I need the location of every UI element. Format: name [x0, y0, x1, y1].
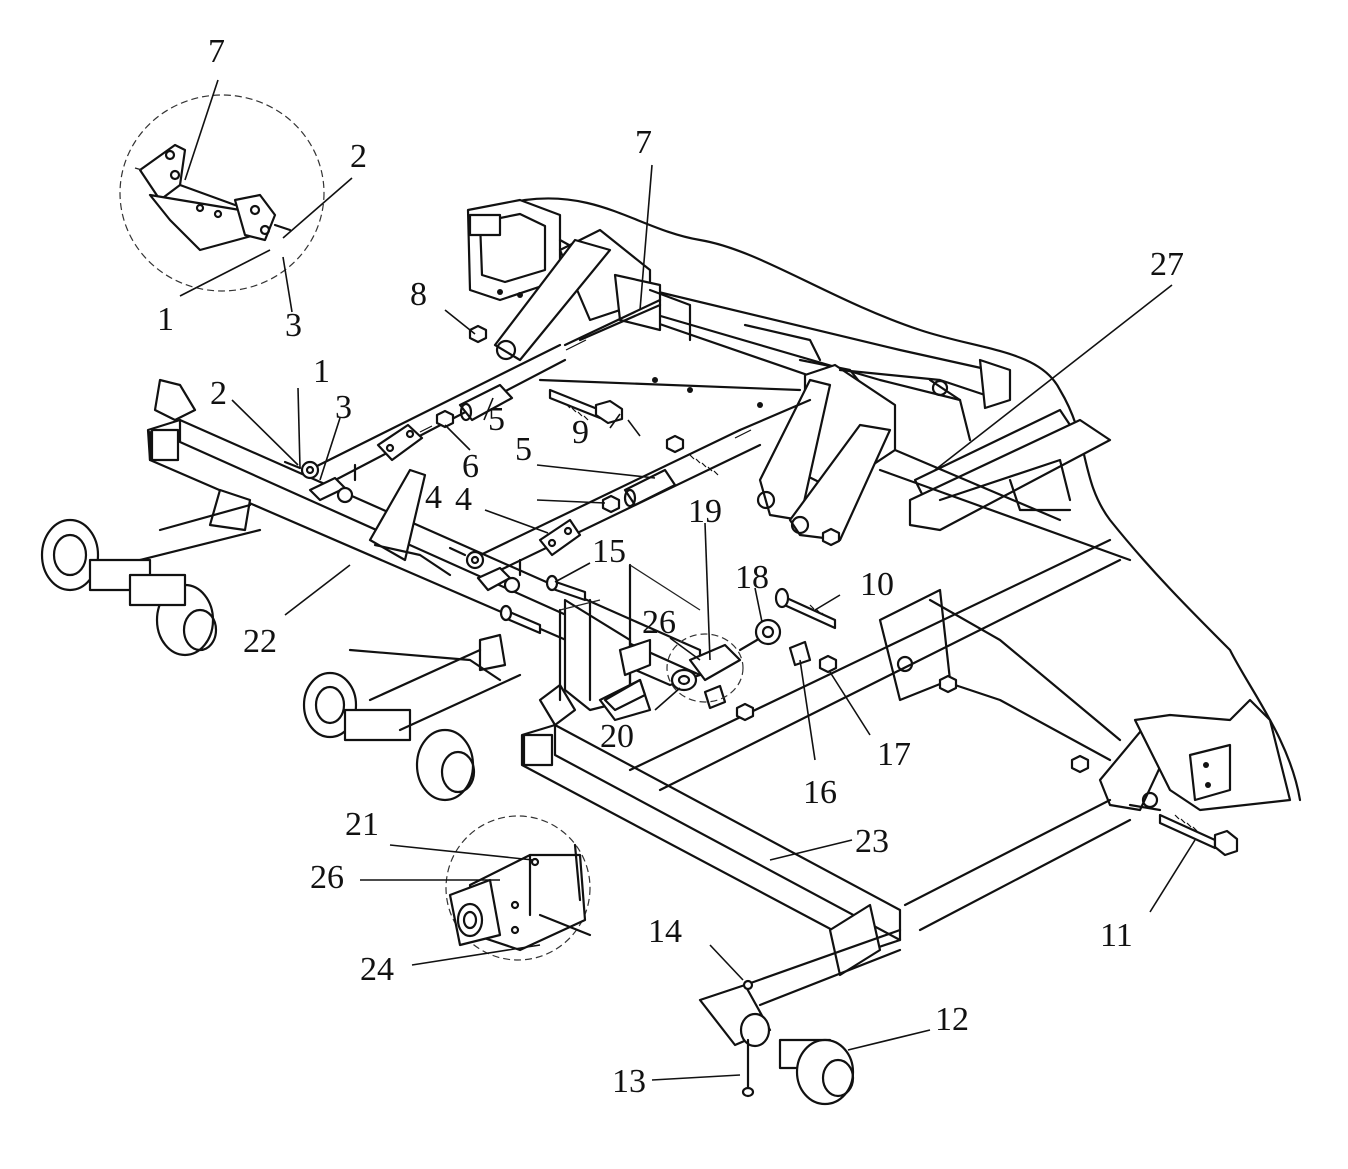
main-frame-rear: [466, 198, 1132, 562]
nuts: [435, 324, 1090, 774]
leader-lines: [179, 79, 1196, 1081]
label-4a: 4: [455, 481, 472, 518]
label-14: 14: [648, 913, 682, 950]
label-5b: 5: [515, 431, 532, 468]
label-20: 20: [600, 718, 634, 755]
label-19: 19: [688, 493, 722, 530]
label-inset-1: 1: [157, 301, 174, 338]
steer-tube: [698, 928, 902, 1048]
label-inset-2: 2: [350, 138, 367, 175]
label-27: 27: [1150, 246, 1184, 283]
pins-washers-upper: [283, 460, 357, 504]
label-24: 24: [360, 951, 394, 988]
rear-left-hub-outer: [302, 648, 522, 742]
label-15: 15: [592, 533, 626, 570]
inset-top-left: [119, 94, 325, 292]
label-16: 16: [803, 774, 837, 811]
main-frame-right: [878, 588, 1292, 812]
label-7: 7: [635, 124, 652, 161]
rear-beam: [520, 538, 1132, 977]
front-axle-beam: [98, 378, 702, 687]
sleeve-lower: [623, 468, 677, 508]
label-inset-7: 7: [208, 33, 225, 70]
label-26: 26: [642, 604, 676, 641]
pins-washers-lower: [448, 546, 522, 594]
inset-bottom-left: [445, 815, 592, 961]
label-2: 2: [210, 375, 227, 412]
label-9: 9: [572, 414, 589, 451]
alignment-dashes: [559, 564, 701, 611]
rear-left-hub-inner: [415, 728, 476, 802]
label-22: 22: [243, 623, 277, 660]
label-1: 1: [313, 353, 330, 390]
clevis-lower: [538, 518, 582, 557]
bolts: [499, 388, 1239, 1098]
label-4b: 4: [425, 479, 442, 516]
label-17: 17: [877, 736, 911, 773]
label-10: 10: [860, 566, 894, 603]
label-11: 11: [1100, 917, 1133, 954]
front-left-hub-inner: [128, 573, 218, 657]
label-12: 12: [935, 1001, 969, 1038]
label-23: 23: [855, 823, 889, 860]
label-inset-3: 3: [285, 307, 302, 344]
label-5a: 5: [488, 401, 505, 438]
clevis-upper: [376, 423, 424, 462]
part-labels: 7 2 1 3 7 27 8 1 2 3 9 5 6 5 4 4 15 19 1…: [157, 33, 1184, 1100]
adjust-rods: [303, 303, 812, 577]
label-inset-26: 26: [310, 859, 344, 896]
frame-silhouette: [468, 197, 1302, 802]
label-8: 8: [410, 276, 427, 313]
sleeve-upper: [458, 383, 514, 422]
label-3: 3: [335, 389, 352, 426]
rod-end-assembly: [603, 618, 782, 712]
spacers: [703, 640, 812, 710]
label-13: 13: [612, 1063, 646, 1100]
rear-right-hub: [778, 1038, 855, 1106]
label-6: 6: [462, 448, 479, 485]
label-21: 21: [345, 806, 379, 843]
label-18: 18: [735, 559, 769, 596]
